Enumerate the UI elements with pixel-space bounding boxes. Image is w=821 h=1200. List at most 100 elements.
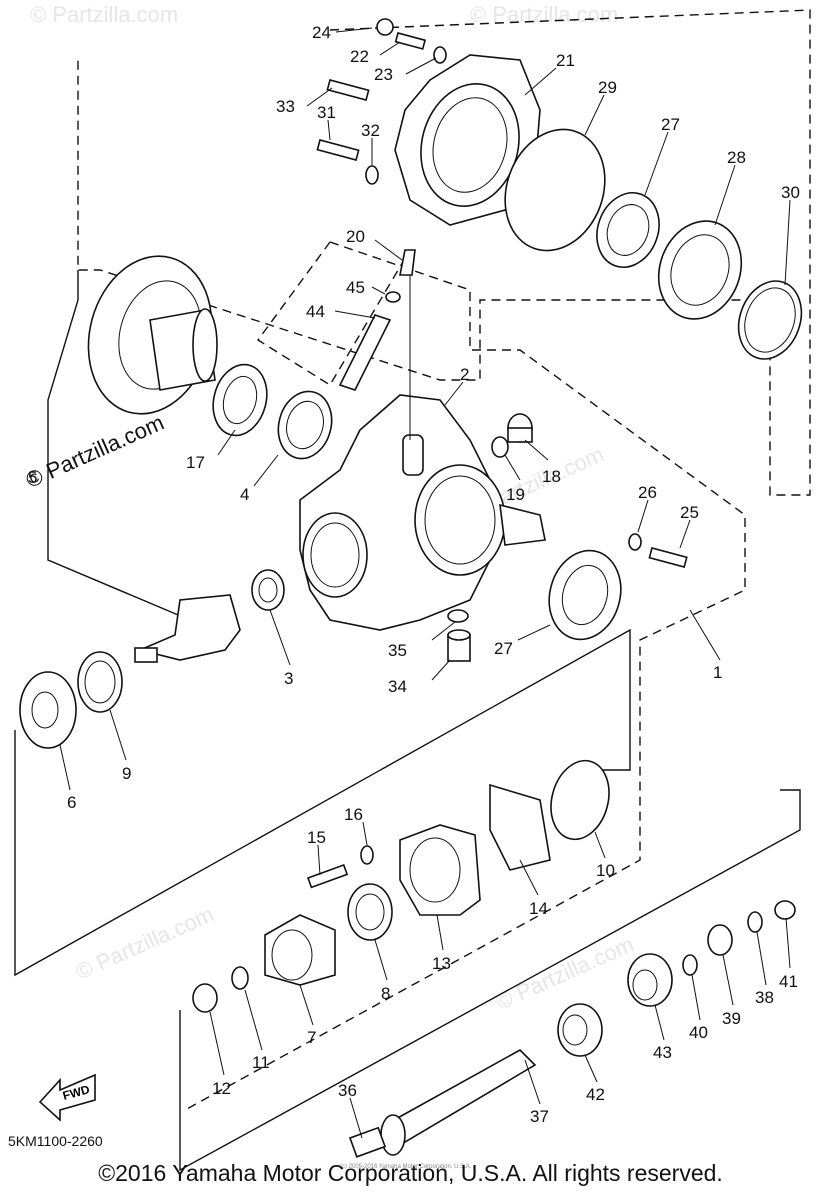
group-outline-driveshaft <box>179 789 801 1172</box>
callout-3: 3 <box>284 669 293 688</box>
bearing-6 <box>19 671 77 749</box>
callout-28: 28 <box>727 148 746 167</box>
watermark-top-left: © Partzilla.com <box>30 2 178 27</box>
nut-24 <box>376 18 394 36</box>
group-outline-cover <box>77 9 811 496</box>
bearing-4 <box>277 390 333 460</box>
callout-27-lower: 27 <box>494 639 513 658</box>
thrust-bearing-17 <box>212 363 268 437</box>
callout-30: 30 <box>781 183 800 202</box>
bushing-12 <box>192 983 218 1013</box>
callout-11: 11 <box>252 1053 270 1072</box>
bearing-43 <box>627 953 673 1007</box>
callout-39: 39 <box>722 1009 741 1028</box>
callout-13: 13 <box>432 954 451 973</box>
callout-23: 23 <box>374 65 393 84</box>
callout-31: 31 <box>317 103 336 122</box>
washer-11 <box>231 966 249 990</box>
callout-26: 26 <box>638 483 657 502</box>
drive-shaft-37 <box>380 1049 537 1156</box>
o-ring-29 <box>504 128 606 252</box>
small-credit: (c) 2005-2016 Yamaha Motor Corporation, … <box>340 1164 472 1170</box>
callout-16: 16 <box>344 805 363 824</box>
callout-19: 19 <box>506 485 525 504</box>
group-outline-housing <box>184 241 746 1111</box>
group-outline-breather <box>256 241 411 386</box>
shim-30 <box>737 280 803 360</box>
watermark-top-right: © Partzilla.com <box>470 2 618 27</box>
breather-pipe-20 <box>399 249 416 440</box>
callout-9: 9 <box>122 764 131 783</box>
callout-12: 12 <box>212 1079 231 1098</box>
callout-18: 18 <box>542 467 561 486</box>
plug-18 <box>507 413 533 443</box>
ring-gear-5 <box>87 255 218 415</box>
callout-44: 44 <box>306 302 325 321</box>
callout-37: 37 <box>530 1107 549 1126</box>
callout-33: 33 <box>276 97 295 116</box>
callout-25: 25 <box>680 503 699 522</box>
oil-seal-27-lower <box>548 549 622 641</box>
circlip-40 <box>682 954 698 976</box>
callout-1: 1 <box>713 663 722 682</box>
callout-7: 7 <box>307 1028 316 1047</box>
gear-case-cover <box>394 54 541 226</box>
o-ring-10 <box>550 759 610 841</box>
bushing-41 <box>774 900 796 920</box>
callout-17: 17 <box>186 453 205 472</box>
bolt-33 <box>326 79 370 101</box>
gear-case-housing <box>299 394 546 631</box>
leader-lines <box>59 27 791 1139</box>
bearing-42 <box>557 1003 603 1057</box>
callout-40: 40 <box>689 1023 708 1042</box>
bearing-39 <box>707 924 733 956</box>
coupling-gear-7 <box>264 914 336 986</box>
o-ring-19 <box>491 436 509 458</box>
callout-32: 32 <box>361 121 380 140</box>
watermark-lower-left: © Partzilla.com <box>72 901 218 984</box>
callout-6: 6 <box>67 793 76 812</box>
gasket-14 <box>489 783 551 871</box>
watermark-lower-right: © Partzilla.com <box>492 931 638 1014</box>
fwd-arrow-icon: FWD <box>38 1073 96 1122</box>
group-outline-lower <box>14 628 631 977</box>
callout-20: 20 <box>346 227 365 246</box>
copyright-notice: ©2016 Yamaha Motor Corporation, U.S.A. A… <box>98 1160 723 1186</box>
bearing-28 <box>657 220 743 320</box>
washer-32 <box>365 165 379 185</box>
clip-45 <box>385 291 401 303</box>
callout-29: 29 <box>598 78 617 97</box>
callout-21: 21 <box>556 51 575 70</box>
callout-38: 38 <box>755 988 774 1007</box>
callout-8: 8 <box>381 984 390 1003</box>
callout-41: 41 <box>779 972 798 991</box>
callout-34: 34 <box>388 677 407 696</box>
callout-27-upper: 27 <box>661 115 680 134</box>
diagram-code: 5KM1100-2260 <box>8 1133 103 1149</box>
callout-15: 15 <box>307 828 326 847</box>
pinion-gear <box>134 594 241 663</box>
washer-26 <box>628 533 642 551</box>
callout-10: 10 <box>596 861 615 880</box>
bolt-25 <box>648 547 688 568</box>
washer-23 <box>433 46 447 64</box>
washer-16 <box>360 845 374 865</box>
group-outline-gear <box>47 270 191 621</box>
callout-22: 22 <box>350 47 369 66</box>
bolt-31 <box>316 139 360 161</box>
callouts: 24 22 23 21 29 27 28 30 33 31 32 20 45 4… <box>28 23 800 1126</box>
plug-34 <box>447 629 471 662</box>
bearing-9 <box>77 651 123 713</box>
callout-24: 24 <box>312 23 331 42</box>
callout-43: 43 <box>653 1043 672 1062</box>
bolt-15 <box>306 863 349 889</box>
callout-2: 2 <box>460 365 469 384</box>
fwd-label: FWD <box>61 1082 91 1103</box>
bearing-8 <box>347 883 393 941</box>
hose-44 <box>338 314 392 391</box>
needle-bearing-3 <box>251 569 285 611</box>
callout-45: 45 <box>346 278 365 297</box>
washer-35 <box>447 609 469 623</box>
callout-35: 35 <box>388 641 407 660</box>
